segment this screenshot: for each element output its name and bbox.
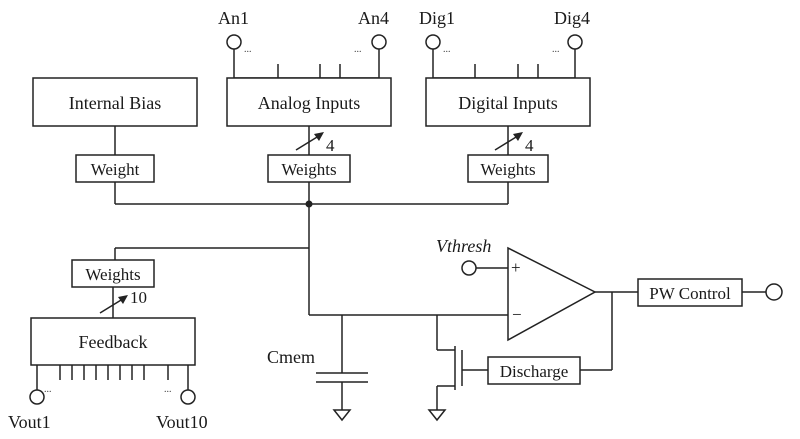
analog-weights-block: Weights bbox=[267, 154, 351, 183]
comparator-plus: + bbox=[511, 258, 521, 277]
analog-input-terminals: An1 An4 ... ... bbox=[218, 8, 389, 79]
dig-ellipsis-right: ... bbox=[552, 44, 560, 55]
vthresh-terminal bbox=[461, 260, 477, 276]
vout1-terminal bbox=[29, 389, 45, 405]
an4-terminal bbox=[371, 34, 387, 50]
analog-inputs-block: Analog Inputs bbox=[226, 77, 392, 127]
ground-icon bbox=[427, 409, 447, 422]
dig1-label: Dig1 bbox=[419, 8, 455, 28]
analog-weights-label: Weights bbox=[281, 160, 336, 179]
ground-icon bbox=[332, 409, 352, 422]
feedback-weights-block: Weights bbox=[71, 259, 155, 288]
digital-weights-label: Weights bbox=[480, 160, 535, 179]
output-terminal bbox=[765, 283, 783, 301]
an-ellipsis-left: ... bbox=[244, 44, 252, 55]
dig4-terminal bbox=[567, 34, 583, 50]
digital-inputs-block: Digital Inputs bbox=[425, 77, 591, 127]
vout-terminals: ... ... Vout1 Vout10 bbox=[8, 365, 208, 432]
discharge-transistor bbox=[427, 315, 488, 422]
dig1-terminal bbox=[425, 34, 441, 50]
vout-ellipsis-left: ... bbox=[44, 384, 52, 395]
comparator-minus: − bbox=[512, 305, 522, 324]
an4-label: An4 bbox=[358, 8, 389, 28]
vthresh-label: Vthresh bbox=[436, 236, 491, 256]
pw-control-path: PW Control bbox=[580, 278, 783, 371]
dig4-label: Dig4 bbox=[554, 8, 590, 28]
comparator-triangle bbox=[507, 246, 597, 342]
internal-bias-label: Internal Bias bbox=[69, 93, 161, 113]
an1-label: An1 bbox=[218, 8, 249, 28]
vout10-terminal bbox=[180, 389, 196, 405]
discharge-block: Discharge bbox=[487, 356, 581, 385]
cmem-label: Cmem bbox=[267, 347, 315, 367]
discharge-label: Discharge bbox=[500, 362, 569, 381]
digital-bus-width-arrow: 4 bbox=[494, 132, 534, 155]
analog-bus-count: 4 bbox=[326, 136, 335, 155]
digital-inputs-label: Digital Inputs bbox=[458, 93, 558, 113]
bias-weight-block: Weight bbox=[75, 154, 155, 183]
digital-bus-count: 4 bbox=[525, 136, 534, 155]
an1-terminal bbox=[226, 34, 242, 50]
dig-ellipsis-left: ... bbox=[443, 44, 451, 55]
feedback-bus-count: 10 bbox=[130, 288, 147, 307]
internal-bias-block: Internal Bias bbox=[32, 77, 198, 127]
vout10-label: Vout10 bbox=[156, 412, 208, 432]
feedback-weights-label: Weights bbox=[85, 265, 140, 284]
analog-inputs-label: Analog Inputs bbox=[258, 93, 361, 113]
feedback-bus-width-arrow: 10 bbox=[99, 288, 147, 314]
an-ellipsis-right: ... bbox=[354, 44, 362, 55]
bias-weight-label: Weight bbox=[91, 160, 140, 179]
summing-bus bbox=[114, 182, 509, 315]
vout-ellipsis-right: ... bbox=[164, 384, 172, 395]
membrane-capacitor: Cmem bbox=[267, 314, 500, 422]
feedback-label: Feedback bbox=[79, 332, 148, 352]
pw-control-label: PW Control bbox=[649, 284, 731, 303]
digital-input-terminals: Dig1 Dig4 ... ... bbox=[419, 8, 590, 79]
digital-weights-block: Weights bbox=[467, 154, 549, 183]
analog-bus-width-arrow: 4 bbox=[295, 132, 335, 155]
comparator: + − Vthresh bbox=[436, 236, 597, 342]
feedback-block: Feedback bbox=[30, 317, 196, 366]
vout1-label: Vout1 bbox=[8, 412, 51, 432]
